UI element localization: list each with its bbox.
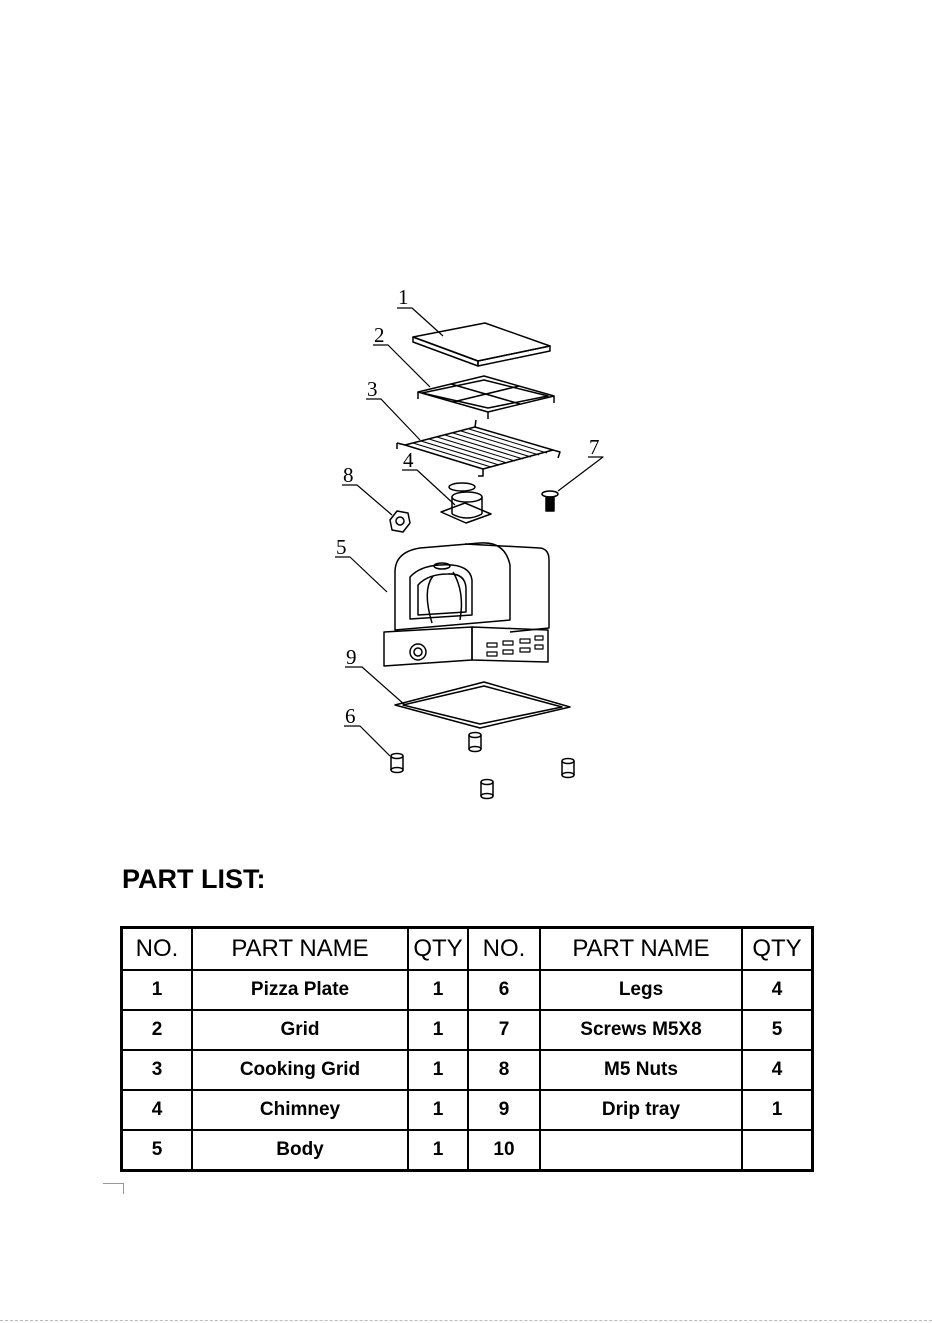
table-cell: 4 <box>742 1050 813 1090</box>
table-cell: 1 <box>742 1090 813 1130</box>
column-header: NO. <box>468 928 540 971</box>
screw-part <box>542 491 558 511</box>
table-cell <box>540 1130 742 1171</box>
pizza-plate-part <box>413 323 550 366</box>
table-cell: 6 <box>468 970 540 1010</box>
table-cell: 8 <box>468 1050 540 1090</box>
callout-3: 3 <box>367 377 378 401</box>
table-cell: Drip tray <box>540 1090 742 1130</box>
crop-corner-mark <box>103 1183 124 1194</box>
cooking-grid-part <box>397 420 560 476</box>
table-row: 3 Cooking Grid 1 8 M5 Nuts 4 <box>122 1050 813 1090</box>
callout-7: 7 <box>589 435 600 459</box>
table-cell: 1 <box>408 1050 468 1090</box>
table-cell <box>742 1130 813 1171</box>
column-header: PART NAME <box>192 928 408 971</box>
drip-tray-part <box>395 682 570 728</box>
exploded-view-diagram: 1 2 3 4 7 8 5 9 6 <box>0 0 932 830</box>
column-header: QTY <box>408 928 468 971</box>
table-cell: 1 <box>408 970 468 1010</box>
table-cell: 10 <box>468 1130 540 1171</box>
callout-2: 2 <box>374 323 385 347</box>
callout-6: 6 <box>345 704 356 728</box>
callout-4: 4 <box>403 448 414 472</box>
table-cell: 9 <box>468 1090 540 1130</box>
table-row: 2 Grid 1 7 Screws M5X8 5 <box>122 1010 813 1050</box>
table-header-row: NO. PART NAME QTY NO. PART NAME QTY <box>122 928 813 971</box>
table-cell: Pizza Plate <box>192 970 408 1010</box>
table-row: 1 Pizza Plate 1 6 Legs 4 <box>122 970 813 1010</box>
oven-body-part <box>384 543 549 666</box>
grid-part <box>418 376 554 419</box>
table-cell: Screws M5X8 <box>540 1010 742 1050</box>
part-list-table: NO. PART NAME QTY NO. PART NAME QTY 1 Pi… <box>120 926 814 1172</box>
column-header: QTY <box>742 928 813 971</box>
part-list-heading: PART LIST: <box>122 864 266 895</box>
table-row: 4 Chimney 1 9 Drip tray 1 <box>122 1090 813 1130</box>
table-cell: 1 <box>408 1090 468 1130</box>
page-bottom-divider <box>0 1320 932 1321</box>
table-cell: 1 <box>408 1010 468 1050</box>
table-cell: Grid <box>192 1010 408 1050</box>
column-header: PART NAME <box>540 928 742 971</box>
table-cell: 1 <box>122 970 193 1010</box>
callout-5: 5 <box>336 535 347 559</box>
callout-9: 9 <box>346 645 357 669</box>
table-row: 5 Body 1 10 <box>122 1130 813 1171</box>
table-cell: 7 <box>468 1010 540 1050</box>
table-cell: 3 <box>122 1050 193 1090</box>
table-cell: 4 <box>742 970 813 1010</box>
table-cell: 5 <box>742 1010 813 1050</box>
callout-1: 1 <box>398 285 409 309</box>
table-cell: 1 <box>408 1130 468 1171</box>
table-cell: 4 <box>122 1090 193 1130</box>
table-cell: Chimney <box>192 1090 408 1130</box>
table-cell: Cooking Grid <box>192 1050 408 1090</box>
table-cell: Body <box>192 1130 408 1171</box>
table-cell: 5 <box>122 1130 193 1171</box>
table-cell: M5 Nuts <box>540 1050 742 1090</box>
column-header: NO. <box>122 928 193 971</box>
nut-part <box>390 511 410 532</box>
callout-8: 8 <box>343 463 354 487</box>
chimney-part <box>441 483 491 523</box>
table-cell: 2 <box>122 1010 193 1050</box>
legs-part <box>391 733 574 799</box>
table-cell: Legs <box>540 970 742 1010</box>
